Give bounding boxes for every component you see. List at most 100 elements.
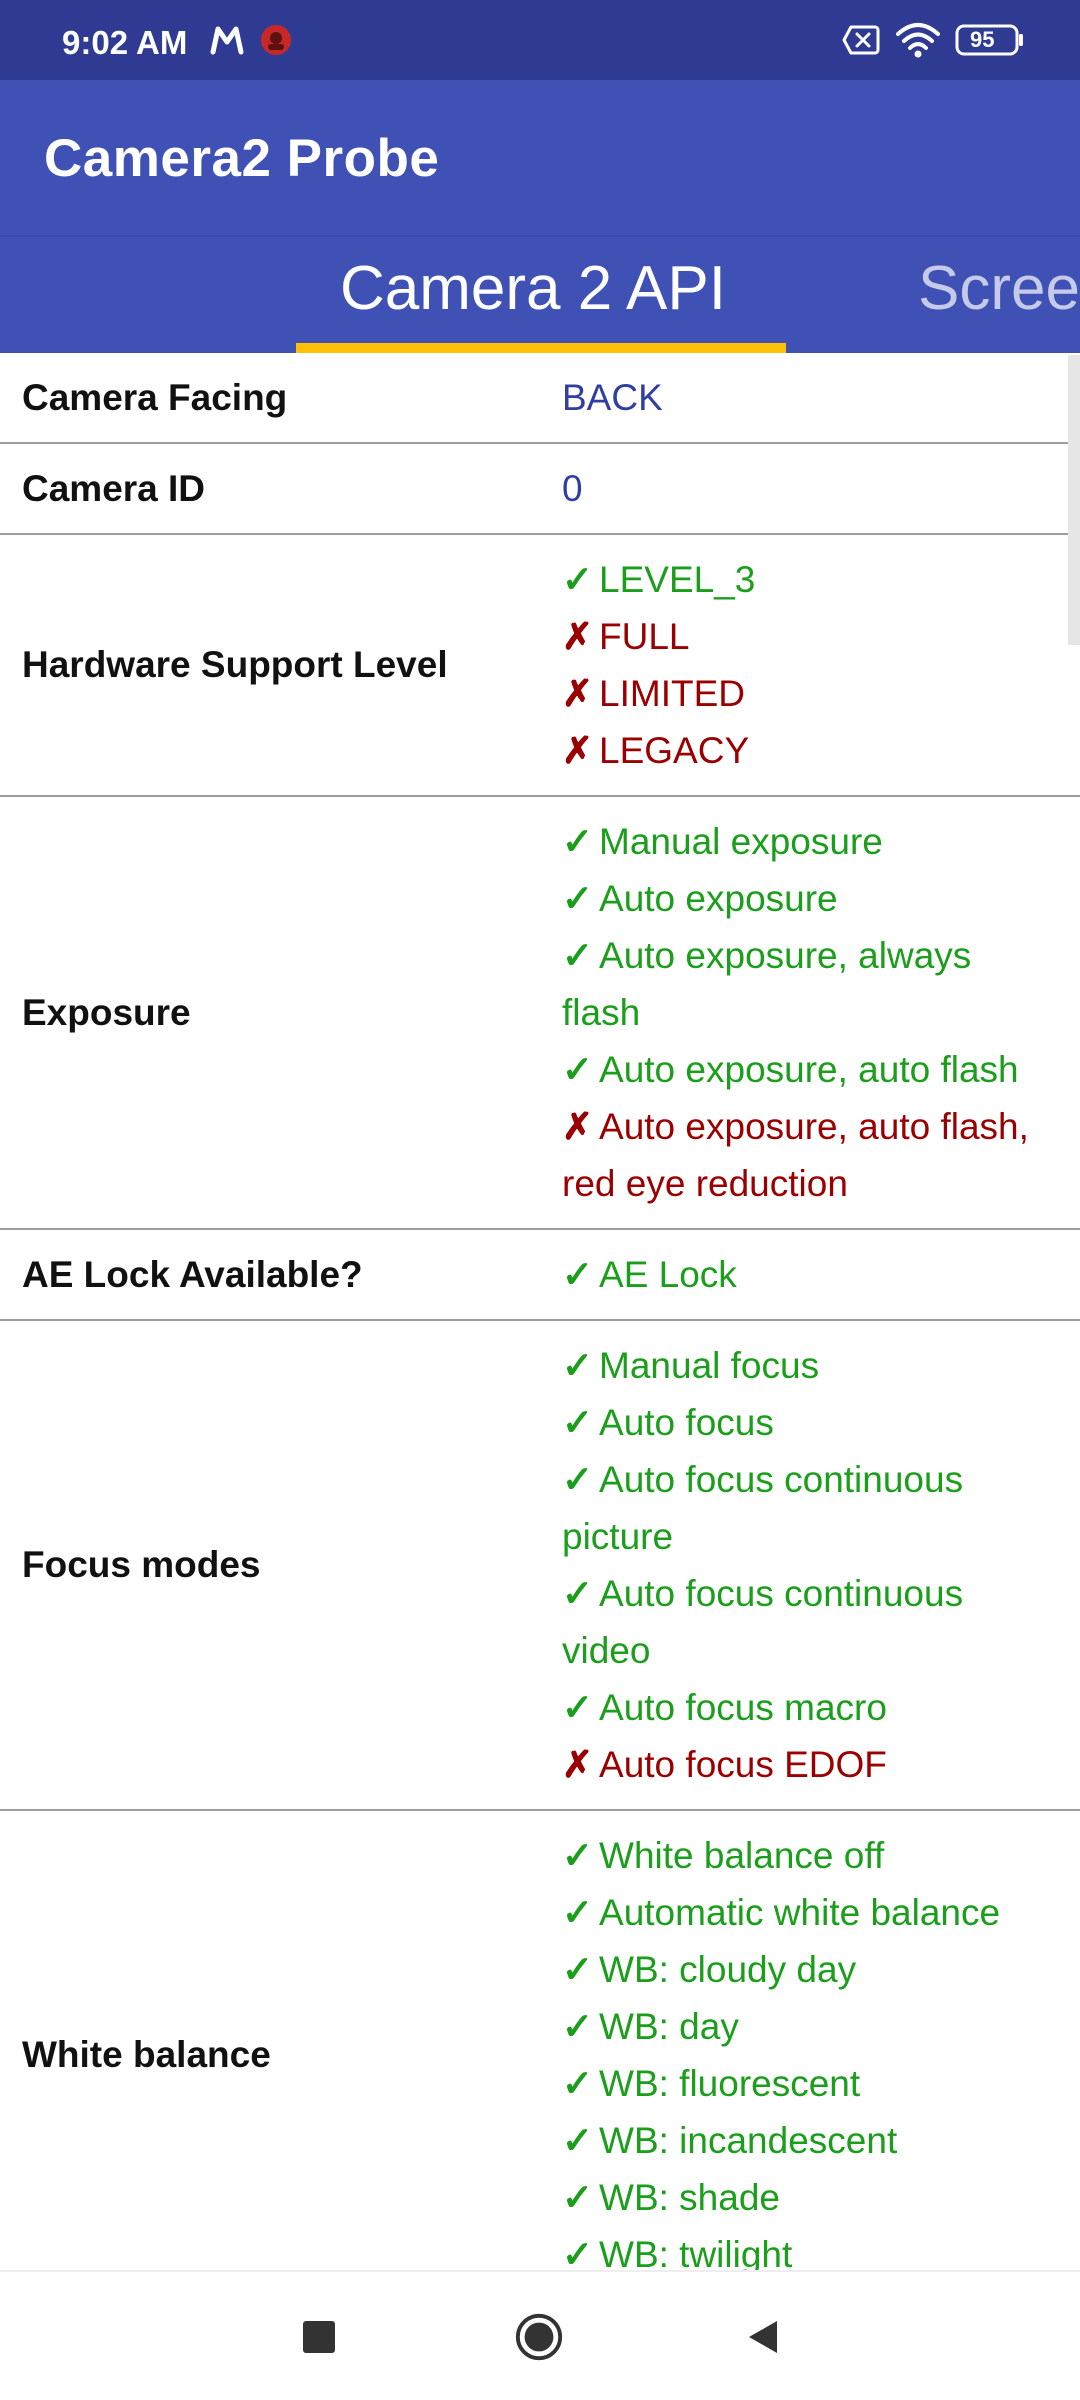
check-mark-icon: ✓ bbox=[562, 1892, 594, 1933]
row-values: BACK bbox=[562, 353, 1042, 442]
row-label: Camera ID bbox=[22, 467, 206, 509]
row-values: 0 bbox=[562, 444, 1042, 533]
row-value: ✓Automatic white balance bbox=[562, 1884, 1042, 1941]
row-value-text: WB: cloudy day bbox=[599, 1949, 857, 1990]
info-row: Camera Facing BACK bbox=[0, 353, 1080, 444]
row-value-text: WB: shade bbox=[599, 2177, 780, 2218]
check-mark-icon: ✓ bbox=[562, 878, 594, 919]
check-mark-icon: ✓ bbox=[562, 1949, 594, 1990]
back-triangle-icon[interactable] bbox=[738, 2312, 788, 2362]
scrollbar[interactable] bbox=[1068, 355, 1080, 645]
info-row: AE Lock Available? ✓AE Lock bbox=[0, 1230, 1080, 1321]
check-mark-icon: ✓ bbox=[562, 935, 594, 976]
check-mark-icon: ✓ bbox=[562, 559, 594, 600]
check-mark-icon: ✓ bbox=[562, 2063, 594, 2104]
row-value-text: WB: incandescent bbox=[599, 2120, 898, 2161]
row-value-text: LIMITED bbox=[599, 673, 745, 714]
check-mark-icon: ✓ bbox=[562, 1254, 594, 1295]
row-value-text: Automatic white balance bbox=[599, 1892, 1001, 1933]
row-values: ✓Manual exposure✓Auto exposure✓Auto expo… bbox=[562, 797, 1042, 1228]
check-mark-icon: ✓ bbox=[562, 1049, 594, 1090]
row-value: ✓Auto focus continuous picture bbox=[562, 1451, 1042, 1565]
cross-mark-icon: ✗ bbox=[562, 673, 594, 714]
info-row: White balance✓White balance off✓Automati… bbox=[0, 1811, 1080, 2270]
row-value: ✗FULL bbox=[562, 608, 1042, 665]
check-mark-icon: ✓ bbox=[562, 1459, 594, 1500]
row-value-text: Auto focus continuous picture bbox=[562, 1459, 964, 1557]
check-mark-icon: ✓ bbox=[562, 1687, 594, 1728]
row-value: ✓Auto focus macro bbox=[562, 1679, 1042, 1736]
app-title: Camera2 Probe bbox=[44, 129, 440, 188]
tab-camera2-api[interactable]: Camera 2 API bbox=[340, 254, 726, 323]
row-values: ✓LEVEL_3✗FULL✗LIMITED✗LEGACY bbox=[562, 535, 1042, 795]
info-row: Exposure✓Manual exposure✓Auto exposure✓A… bbox=[0, 797, 1080, 1230]
sim-x-icon bbox=[842, 22, 880, 58]
tab-bar: Camera 2 API Scree bbox=[0, 235, 1080, 353]
row-value-text: White balance off bbox=[599, 1835, 885, 1876]
row-value: ✓WB: shade bbox=[562, 2169, 1042, 2226]
row-value: ✓Auto focus bbox=[562, 1394, 1042, 1451]
status-bar: 9:02 AM 95 bbox=[0, 0, 1080, 80]
row-value-text: Auto focus EDOF bbox=[599, 1744, 887, 1785]
status-time: 9:02 AM bbox=[62, 24, 188, 61]
row-value: ✗Auto focus EDOF bbox=[562, 1736, 1042, 1793]
battery-icon bbox=[955, 22, 1025, 58]
row-value: ✓WB: day bbox=[562, 1998, 1042, 2055]
row-value-text: AE Lock bbox=[599, 1254, 737, 1295]
row-value-text: Manual exposure bbox=[599, 821, 883, 862]
info-row: Camera ID 0 bbox=[0, 444, 1080, 535]
row-value: ✓Auto exposure bbox=[562, 870, 1042, 927]
row-value: ✓White balance off bbox=[562, 1827, 1042, 1884]
m-logo-icon bbox=[210, 22, 244, 58]
row-value: ✗Auto exposure, auto flash, red eye redu… bbox=[562, 1098, 1042, 1212]
row-value: ✓WB: twilight bbox=[562, 2226, 1042, 2270]
row-values: ✓Manual focus✓Auto focus✓Auto focus cont… bbox=[562, 1321, 1042, 1809]
row-value: ✓Manual focus bbox=[562, 1337, 1042, 1394]
check-mark-icon: ✓ bbox=[562, 821, 594, 862]
row-value-text: Auto focus bbox=[599, 1402, 774, 1443]
row-value-text: FULL bbox=[599, 616, 690, 657]
row-value: ✗LEGACY bbox=[562, 722, 1042, 779]
row-label: Camera Facing bbox=[22, 376, 288, 418]
row-value-text: WB: twilight bbox=[599, 2234, 793, 2270]
cross-mark-icon: ✗ bbox=[562, 1744, 594, 1785]
row-value: ✓Manual exposure bbox=[562, 813, 1042, 870]
tab-bar-divider bbox=[0, 235, 1080, 237]
row-value: 0 bbox=[562, 460, 1042, 517]
check-mark-icon: ✓ bbox=[562, 1402, 594, 1443]
app-bar: Camera2 Probe bbox=[0, 80, 1080, 235]
navigation-bar bbox=[0, 2270, 1080, 2400]
row-value: ✓WB: cloudy day bbox=[562, 1941, 1042, 1998]
row-value-text: WB: day bbox=[599, 2006, 739, 2047]
row-label: Exposure bbox=[22, 991, 191, 1033]
row-value-text: WB: fluorescent bbox=[599, 2063, 861, 2104]
row-value: ✓AE Lock bbox=[562, 1246, 1042, 1303]
row-value: ✗LIMITED bbox=[562, 665, 1042, 722]
battery-level: 95 bbox=[970, 27, 995, 52]
row-value-text: 0 bbox=[562, 468, 583, 509]
row-value-text: Auto exposure, always flash bbox=[562, 935, 972, 1033]
info-row: Focus modes✓Manual focus✓Auto focus✓Auto… bbox=[0, 1321, 1080, 1811]
check-mark-icon: ✓ bbox=[562, 1835, 594, 1876]
row-value-text: Auto exposure, auto flash bbox=[599, 1049, 1019, 1090]
row-value: ✓Auto exposure, auto flash bbox=[562, 1041, 1042, 1098]
row-label: AE Lock Available? bbox=[22, 1253, 363, 1295]
recents-square-icon[interactable] bbox=[294, 2312, 344, 2362]
info-row: Hardware Support Level✓LEVEL_3✗FULL✗LIMI… bbox=[0, 535, 1080, 797]
cross-mark-icon: ✗ bbox=[562, 730, 594, 771]
tab-indicator bbox=[296, 343, 786, 353]
row-value: ✓WB: fluorescent bbox=[562, 2055, 1042, 2112]
check-mark-icon: ✓ bbox=[562, 1345, 594, 1386]
row-values: ✓White balance off✓Automatic white balan… bbox=[562, 1811, 1042, 2270]
wifi-icon bbox=[895, 22, 941, 58]
row-label: Focus modes bbox=[22, 1544, 261, 1585]
home-circle-icon[interactable] bbox=[514, 2312, 564, 2362]
check-mark-icon: ✓ bbox=[562, 2234, 594, 2270]
row-value-text: Auto exposure bbox=[599, 878, 838, 919]
row-value-text: Manual focus bbox=[599, 1345, 820, 1386]
row-value-text: LEGACY bbox=[599, 730, 750, 771]
tab-screen[interactable]: Scree bbox=[918, 254, 1080, 323]
row-value: BACK bbox=[562, 369, 1042, 426]
cross-mark-icon: ✗ bbox=[562, 616, 594, 657]
